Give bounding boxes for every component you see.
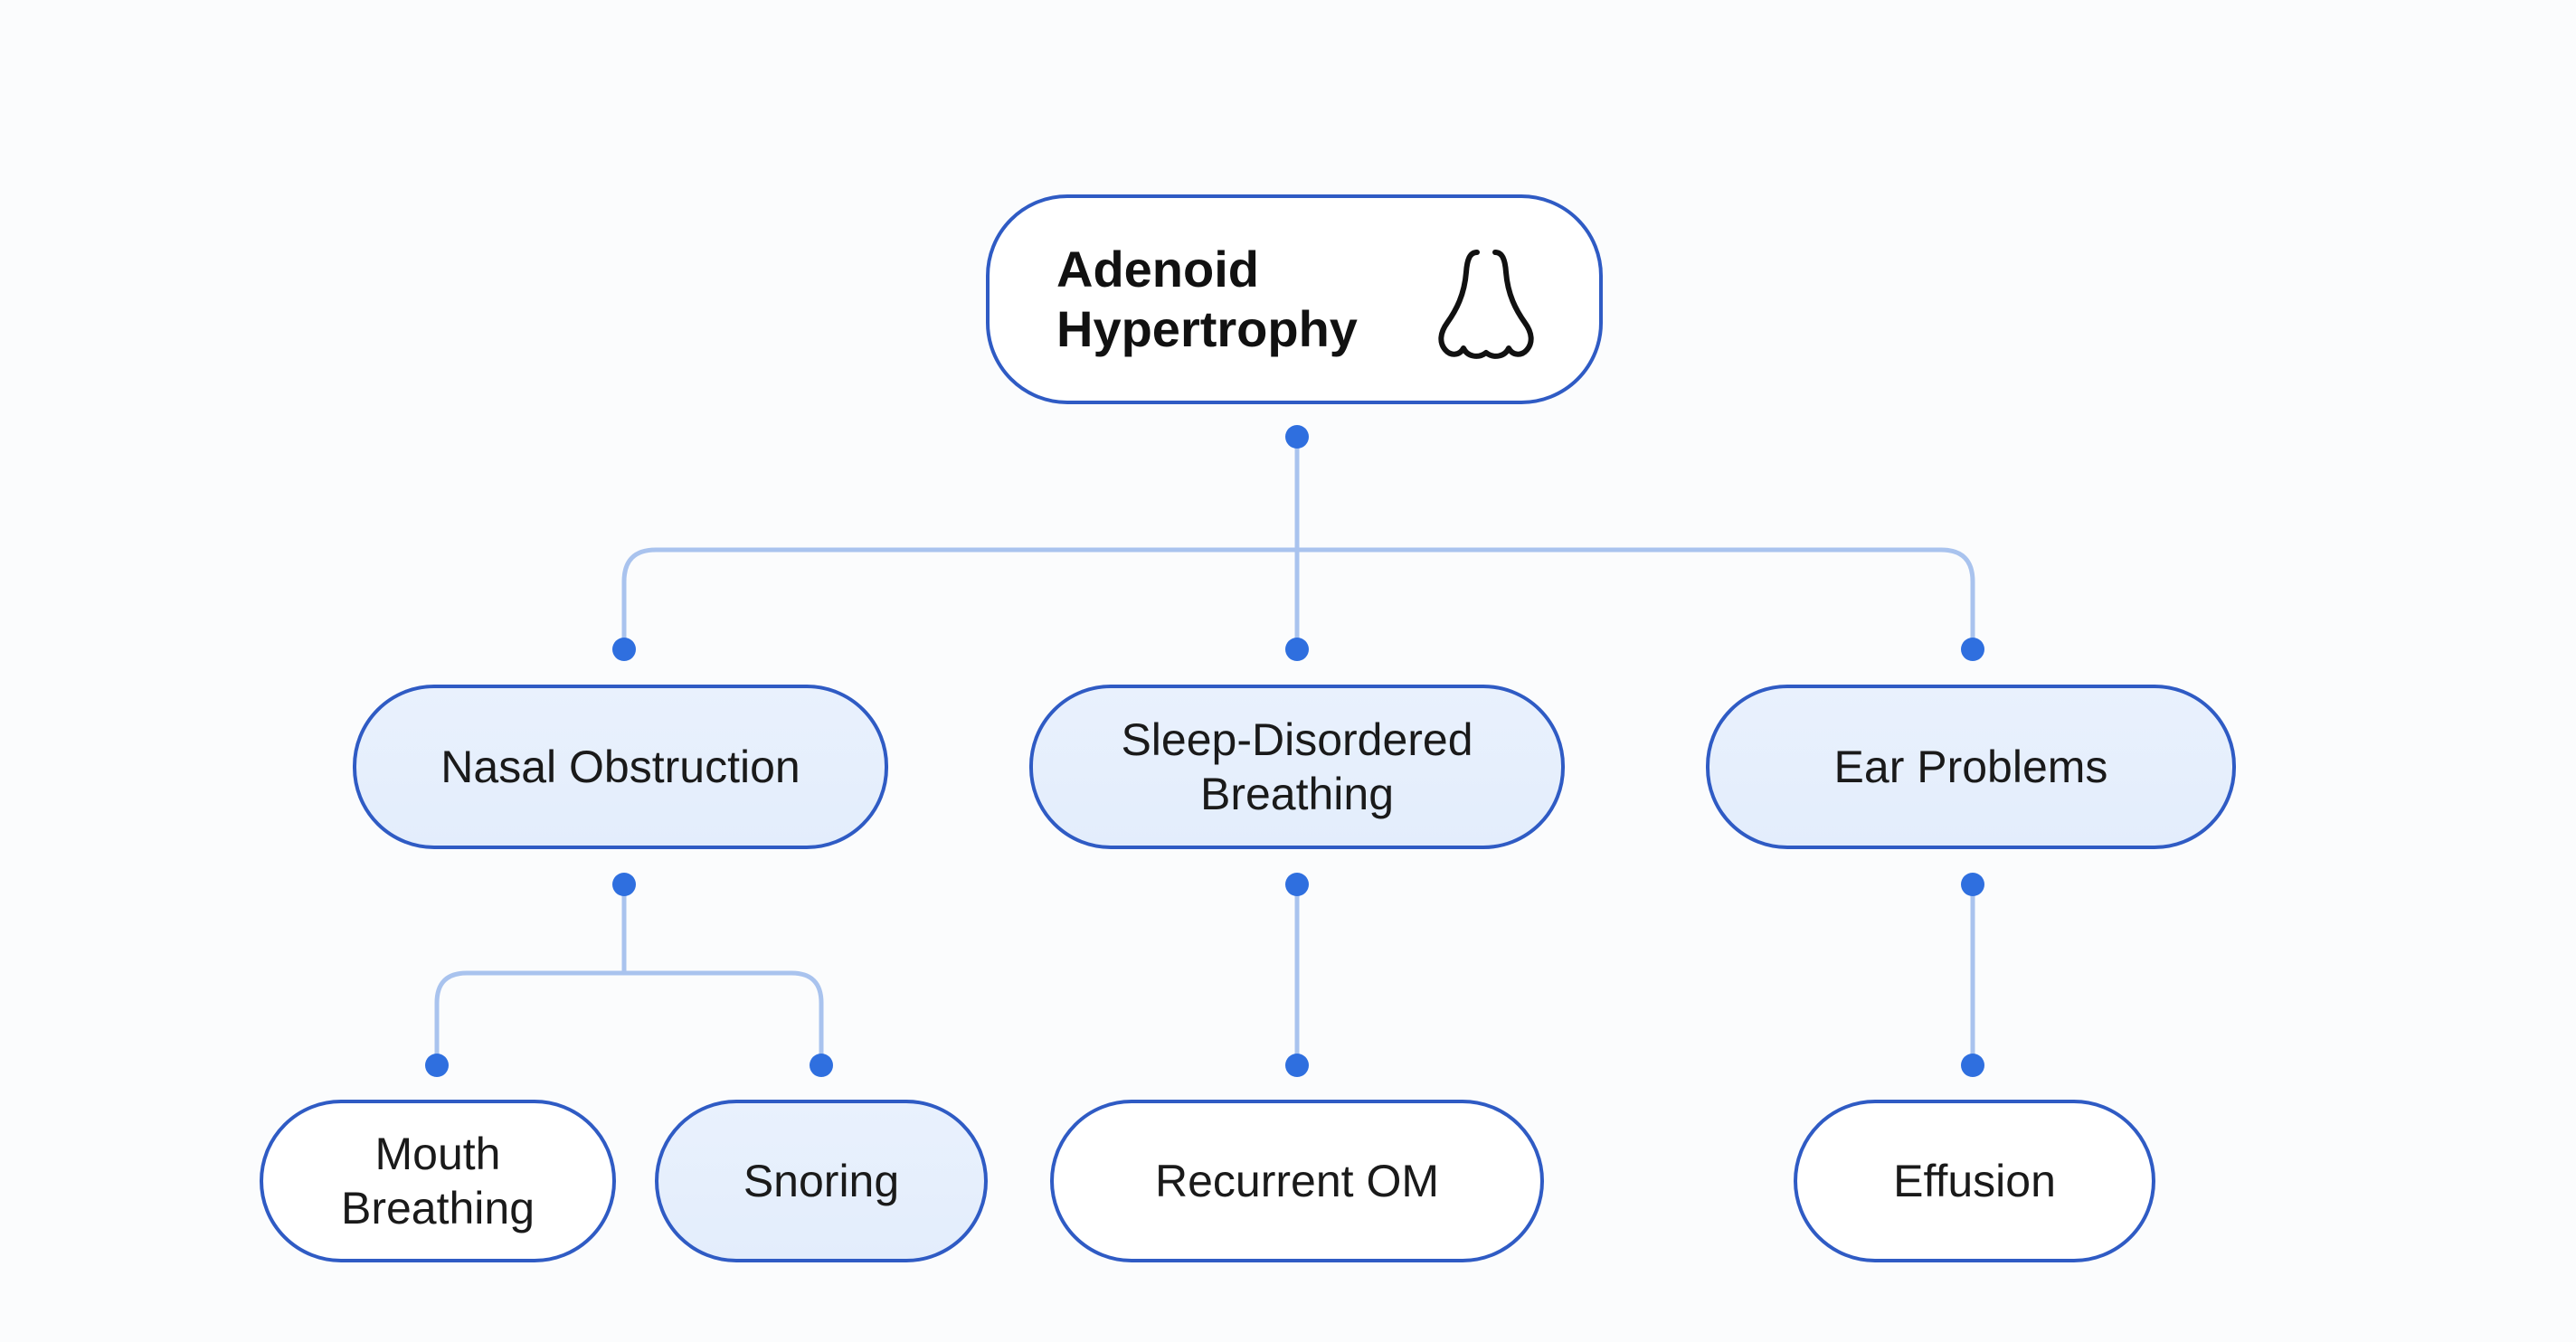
connector-dot bbox=[612, 873, 636, 896]
node-label: Nasal Obstruction bbox=[440, 742, 800, 792]
connector-dot bbox=[1961, 1054, 1984, 1077]
node-label: Sleep-Disordered Breathing bbox=[1121, 714, 1473, 819]
connector-dot bbox=[810, 1054, 833, 1077]
node-label: Mouth Breathing bbox=[340, 1129, 535, 1233]
node-label: Recurrent OM bbox=[1155, 1156, 1439, 1206]
connector-dot bbox=[1961, 873, 1984, 896]
nose-icon bbox=[1438, 250, 1534, 359]
node-label: Effusion bbox=[1893, 1156, 2056, 1206]
node-label: Snoring bbox=[743, 1156, 900, 1206]
connector-root-right bbox=[1294, 547, 1975, 649]
node-ear-problems[interactable]: Ear Problems bbox=[1706, 685, 2236, 849]
connector-dot bbox=[1285, 425, 1309, 449]
connector-dot bbox=[1285, 873, 1309, 896]
node-nasal-obstruction[interactable]: Nasal Obstruction bbox=[353, 685, 888, 849]
node-label: Ear Problems bbox=[1833, 742, 2108, 792]
node-mouth-breathing[interactable]: Mouth Breathing bbox=[260, 1100, 616, 1262]
node-snoring[interactable]: Snoring bbox=[655, 1100, 988, 1262]
connector-root-left bbox=[621, 547, 1300, 649]
node-adenoid-hypertrophy[interactable]: Adenoid Hypertrophy bbox=[986, 194, 1603, 404]
connector-dot bbox=[1285, 638, 1309, 661]
node-effusion[interactable]: Effusion bbox=[1794, 1100, 2155, 1262]
connector-nasal-left bbox=[434, 970, 627, 1066]
connector-nasal-right bbox=[621, 970, 824, 1066]
root-label: Adenoid Hypertrophy bbox=[1056, 241, 1358, 357]
node-sleep-disordered-breathing[interactable]: Sleep-Disordered Breathing bbox=[1029, 685, 1565, 849]
connector-dot bbox=[1285, 1054, 1309, 1077]
node-recurrent-om[interactable]: Recurrent OM bbox=[1050, 1100, 1544, 1262]
connector-dot bbox=[612, 638, 636, 661]
connector-dot bbox=[1961, 638, 1984, 661]
connector-dot bbox=[425, 1054, 449, 1077]
